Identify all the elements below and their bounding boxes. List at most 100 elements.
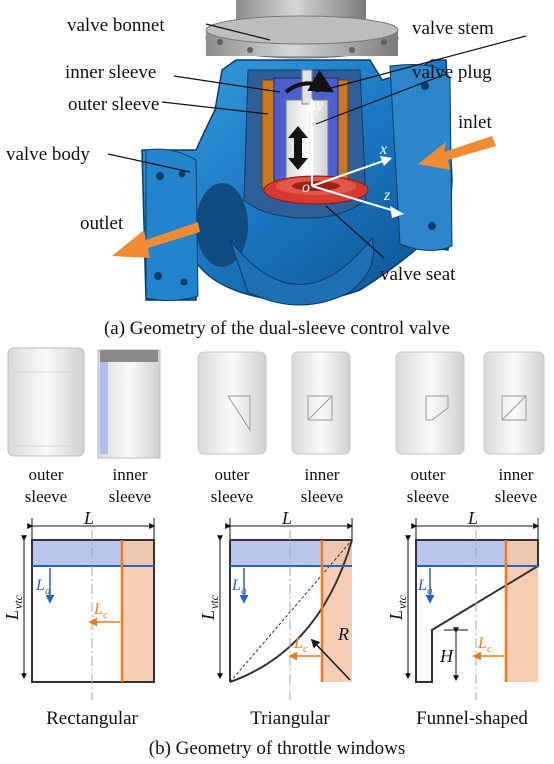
window-2-orange-band <box>322 540 352 682</box>
coordinate-axes <box>307 98 404 218</box>
w3-Lc: L <box>477 635 487 652</box>
sleeve-pair-rectangular <box>7 347 161 459</box>
bonnet-bolts <box>217 39 387 53</box>
z-axis <box>311 185 399 213</box>
sleeve-pair-triangular <box>197 351 351 455</box>
window-2-R-arrow <box>310 638 351 681</box>
axis-x-label: x <box>379 141 387 158</box>
label-outer-1b: sleeve <box>25 487 67 506</box>
inner-sleeve-render-2 <box>291 351 351 455</box>
axis-origin-label: o <box>302 179 310 196</box>
label-inner-3b: sleeve <box>495 487 537 506</box>
w1-Lc: L <box>93 601 103 618</box>
label-valve-body: valve body <box>6 144 90 165</box>
w2-Lc-sub: c <box>303 643 308 655</box>
w2-Lc: L <box>293 635 303 652</box>
valve-illustration: y x z o <box>112 0 496 306</box>
valve-plug <box>285 99 329 185</box>
w2-La: L <box>231 577 241 594</box>
valve-stem <box>301 69 313 105</box>
outer-sleeve-render-3-window <box>425 395 449 421</box>
leader-lines <box>107 23 527 259</box>
w3-La: L <box>417 577 427 594</box>
w2-L: L <box>281 508 292 528</box>
label-outer-2b: sleeve <box>211 487 253 506</box>
w2-Lvtc-group: L vtc <box>198 594 221 621</box>
window-1-outline <box>31 539 155 683</box>
inner-sleeve-render-1 <box>97 349 161 459</box>
caption-a: (a) Geometry of the dual-sleeve control … <box>104 318 450 339</box>
inner-sleeve-render-1-window <box>100 362 108 454</box>
body-bowl <box>229 236 375 306</box>
w3-Lvtc: L <box>386 610 406 621</box>
w3-L: L <box>467 508 478 528</box>
label-outer-sleeve: outer sleeve <box>68 94 159 115</box>
label-inner-sleeve: inner sleeve <box>65 62 156 83</box>
inner-sleeve-render-2-window <box>307 395 333 421</box>
label-valve-stem: valve stem <box>412 18 494 39</box>
w1-Lvtc: L <box>2 610 22 621</box>
inner-sleeve-render-1-cap <box>100 350 158 362</box>
outlet-arrow <box>112 222 200 258</box>
outer-sleeve-render-1 <box>7 347 85 457</box>
w2-R: R <box>337 624 349 644</box>
label-outlet: outlet <box>80 213 124 234</box>
window-3-outline <box>415 539 539 683</box>
inner-sleeve-render-3 <box>483 351 545 455</box>
window-name-funnel: Funnel-shaped <box>416 708 528 729</box>
plug-travel-arrow <box>288 126 308 170</box>
x-axis <box>311 159 387 187</box>
outlet-flange <box>145 148 199 302</box>
label-outer-3a: outer <box>411 465 446 484</box>
label-inner-1b: sleeve <box>109 487 151 506</box>
window-triangular <box>217 518 354 700</box>
inner-sleeve-render-3-window <box>501 395 527 421</box>
window-1-orange-band <box>122 540 154 682</box>
label-inner-2a: inner <box>305 465 340 484</box>
w3-La-sub: a <box>427 585 433 597</box>
w3-H: H <box>439 646 454 666</box>
label-valve-seat: valve seat <box>380 264 456 285</box>
sleeve-renderings <box>7 347 545 459</box>
axis-y-label: y <box>314 97 324 114</box>
label-inner-3a: inner <box>499 465 534 484</box>
w1-Lc-sub: c <box>103 609 108 621</box>
w2-Lvtc-sub: vtc <box>207 594 221 609</box>
w2-La-sub: a <box>241 585 247 597</box>
w3-Lc-sub: c <box>487 643 492 655</box>
bonnet-flange-top <box>205 15 399 45</box>
w2-Lvtc: L <box>198 610 218 621</box>
inner-sleeve-render-2-diagonal <box>307 395 333 421</box>
outer-sleeve-render-2-window <box>227 395 251 432</box>
inlet-arrow <box>418 136 496 170</box>
window-name-rectangular: Rectangular <box>46 708 138 729</box>
w1-Lvtc-sub: vtc <box>11 594 25 609</box>
window-3-orange-band <box>506 540 538 682</box>
outer-sleeve-render-3 <box>395 351 465 455</box>
inlet-flange-bolts <box>421 82 436 230</box>
label-inner-2b: sleeve <box>301 487 343 506</box>
valve-seat-bore <box>292 181 340 191</box>
outlet-flange-bolts <box>154 170 188 286</box>
label-inner-1a: inner <box>113 465 148 484</box>
window-name-triangular: Triangular <box>250 708 330 729</box>
inner-sleeve-render-3-diagonal <box>501 395 527 421</box>
label-outer-1a: outer <box>29 465 64 484</box>
label-outer-3b: sleeve <box>407 487 449 506</box>
axis-z-label: z <box>383 187 391 204</box>
w1-La: L <box>35 577 45 594</box>
outer-sleeve-render-1-window <box>13 371 79 447</box>
w1-L: L <box>83 508 94 528</box>
caption-b: (b) Geometry of throttle windows <box>149 738 405 759</box>
stem-rotation-arrow <box>284 69 335 94</box>
sleeve-pair-funnel <box>395 351 545 455</box>
label-valve-plug: valve plug <box>412 62 492 83</box>
label-outer-2a: outer <box>215 465 250 484</box>
w3-Lvtc-group: L vtc <box>386 594 409 621</box>
label-valve-bonnet: valve bonnet <box>67 15 165 36</box>
window-funnel <box>405 518 540 700</box>
w1-Lvtc-group: L vtc <box>2 594 25 621</box>
w3-Lvtc-sub: vtc <box>395 594 409 609</box>
label-inlet: inlet <box>458 112 492 133</box>
